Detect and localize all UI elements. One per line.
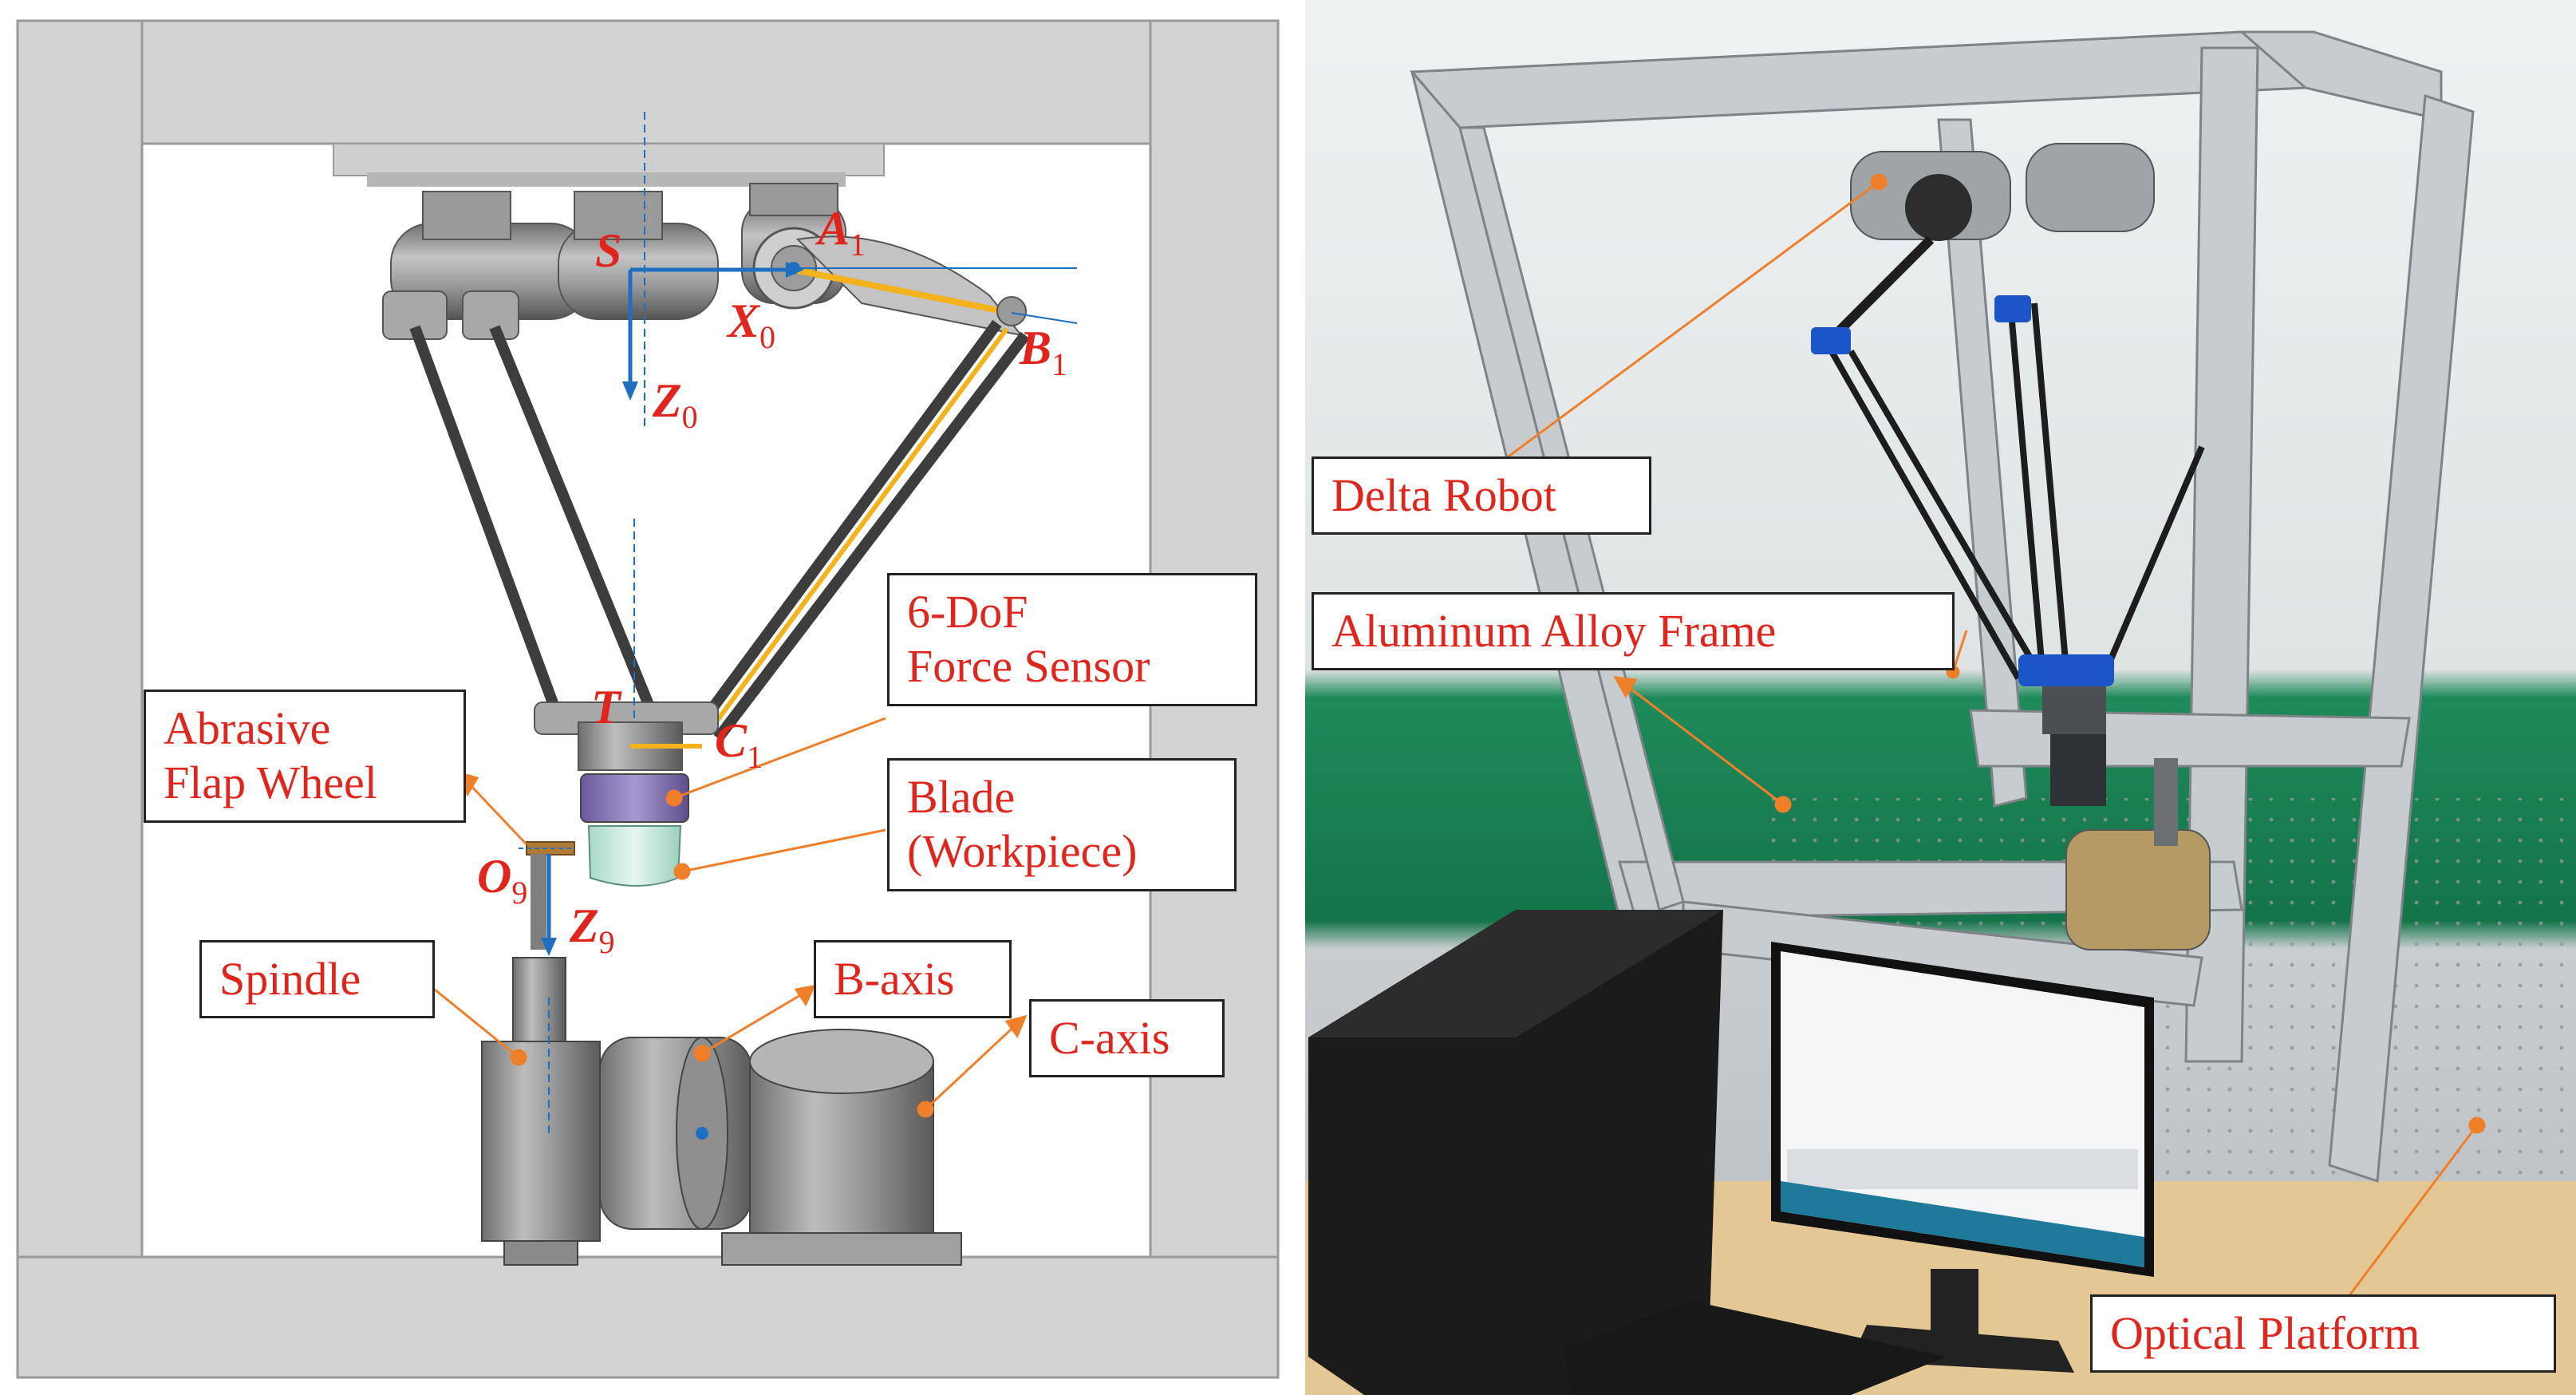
symbol-z0: Z0 [653,374,698,435]
upper-arm [795,235,1024,337]
blade-workpiece [587,825,682,887]
label-optical-platform: Optical Platform [2090,1294,2556,1373]
moving-platform [534,701,719,771]
label-optical-platform-text: Optical Platform [2110,1307,2420,1359]
frame-bottom-beam [16,1255,1280,1379]
axis-arrows [519,262,1078,956]
frame-top-beam [140,19,1152,145]
label-flap-wheel-line2: Flap Wheel [164,757,377,809]
label-b-axis: B-axis [814,940,1012,1019]
label-spindle-text: Spindle [219,953,361,1005]
label-force-sensor: 6-DoF Force Sensor [887,573,1257,706]
photo-monitor [1771,942,2154,1373]
force-sensor [580,773,689,823]
label-delta-robot: Delta Robot [1312,456,1651,535]
label-blade-line2: (Workpiece) [907,825,1138,878]
label-c-axis: C-axis [1029,999,1225,1078]
symbol-a1: A1 [818,202,866,263]
label-spindle: Spindle [199,940,435,1019]
symbol-z9: Z9 [570,899,615,960]
label-force-sensor-line1: 6-DoF [907,586,1028,638]
parallel-links [409,319,1030,742]
label-frame-text: Aluminum Alloy Frame [1331,605,1777,657]
label-delta-robot-text: Delta Robot [1331,469,1556,521]
spindle [481,854,601,1266]
symbol-t: T [591,681,621,733]
symbol-x0: X0 [728,294,776,355]
b-axis-housing [599,1037,752,1230]
symbol-o9: O9 [477,850,528,911]
label-c-axis-text: C-axis [1049,1012,1170,1064]
label-blade-workpiece: Blade (Workpiece) [887,758,1237,891]
symbol-s: S [595,224,622,277]
symbol-c1: C1 [715,714,763,775]
photo-delta-robot [1811,143,2211,950]
photo-keyboard [1564,1301,1947,1395]
photo-pc-tower [1308,910,1723,1395]
label-aluminum-alloy-frame: Aluminum Alloy Frame [1312,592,1955,671]
label-b-axis-text: B-axis [834,953,955,1005]
c-axis-tower [721,1029,962,1266]
label-abrasive-flap-wheel: Abrasive Flap Wheel [144,690,466,823]
symbol-b1: B1 [1020,322,1068,382]
label-flap-wheel-line1: Abrasive [164,702,331,754]
left-leaders [434,717,1028,1118]
label-blade-line1: Blade [907,771,1016,823]
base-plate [333,143,885,176]
label-force-sensor-line2: Force Sensor [907,640,1150,693]
